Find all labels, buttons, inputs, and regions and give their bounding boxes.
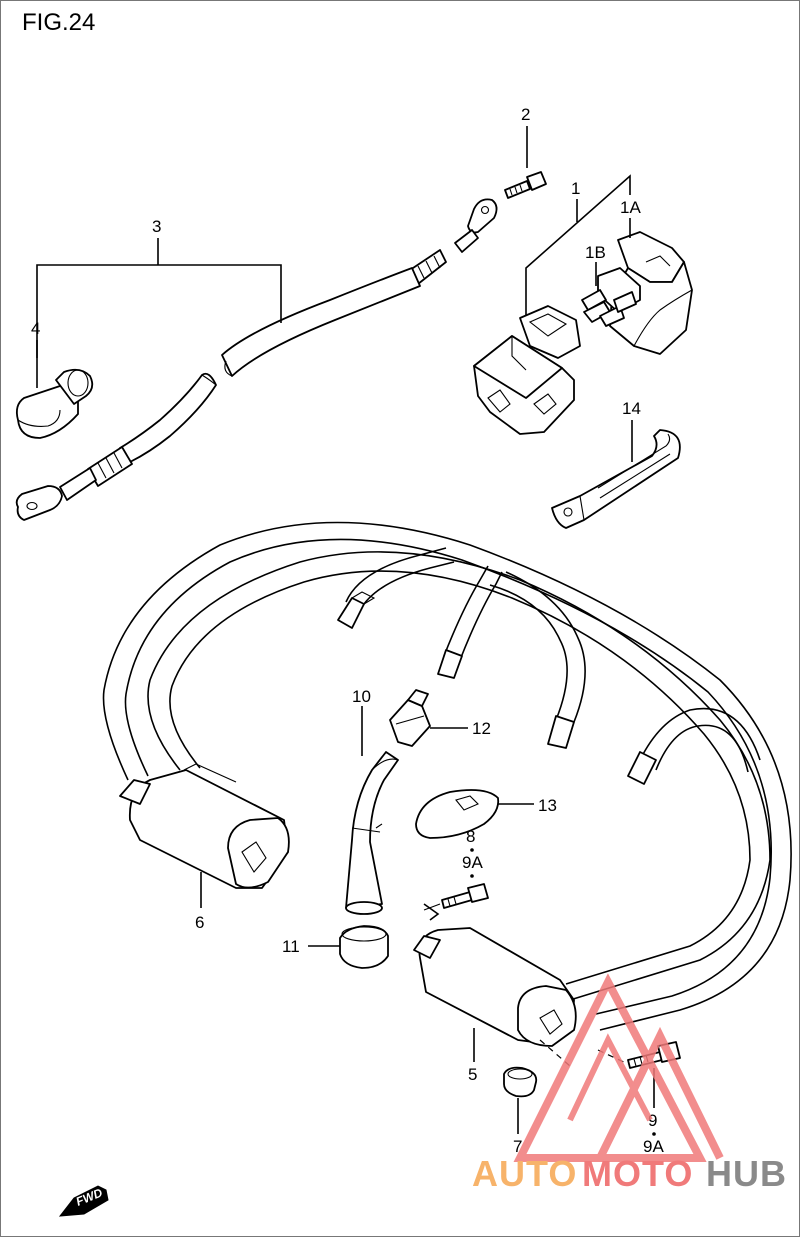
watermark-auto: AUTO xyxy=(472,1153,577,1194)
part-2-bolt xyxy=(504,171,547,199)
callout-12: 12 xyxy=(472,719,491,738)
part-9-bolt-upper xyxy=(441,883,489,909)
callout-13: 13 xyxy=(538,796,557,815)
part-1-connector-housing xyxy=(473,305,581,435)
watermark-logo xyxy=(513,973,724,1162)
callout-8: 8 xyxy=(466,827,475,846)
callout-9-lower: 9 xyxy=(648,1111,657,1130)
part-14-clamp xyxy=(551,429,681,529)
watermark-wordmark: AUTO MOTO HUB xyxy=(472,1153,787,1194)
callout-1A: 1A xyxy=(620,198,641,217)
callout-9A-upper: 9A xyxy=(462,853,483,872)
part-5-ignition-coil xyxy=(413,903,577,1047)
part-10-plug-cap xyxy=(345,751,399,915)
part-12-boot xyxy=(389,689,431,747)
part-1B-terminal-block xyxy=(581,267,641,327)
watermark-hub: HUB xyxy=(706,1153,787,1194)
callout-1B: 1B xyxy=(585,243,606,262)
dot-marker-8 xyxy=(470,848,474,852)
part-13-washer xyxy=(415,789,500,839)
part-11-seal xyxy=(339,925,389,969)
leader-line-9A-upper xyxy=(423,903,440,921)
part-3-ground-lead xyxy=(15,198,498,521)
part-4-terminal-cap xyxy=(15,368,94,439)
callout-14: 14 xyxy=(622,399,641,418)
leader-bracket-1 xyxy=(525,174,631,330)
callout-11: 11 xyxy=(282,937,300,956)
high-tension-wires xyxy=(102,521,792,1031)
callout-3: 3 xyxy=(152,217,161,236)
callout-6: 6 xyxy=(195,913,204,932)
callout-4: 4 xyxy=(31,319,40,338)
callout-5: 5 xyxy=(468,1065,477,1084)
callout-10: 10 xyxy=(352,687,371,706)
leader-bracket-3 xyxy=(36,264,282,358)
dot-marker-9A-upper xyxy=(470,874,474,878)
callout-7: 7 xyxy=(513,1137,522,1156)
part-7-collar xyxy=(503,1066,538,1098)
callout-9A-lower: 9A xyxy=(643,1137,664,1156)
dot-marker-9-lower xyxy=(652,1132,656,1136)
part-6-ignition-coil xyxy=(119,763,290,889)
figure-title: FIG.24 xyxy=(22,9,95,36)
callout-1: 1 xyxy=(571,179,580,198)
forward-direction-arrow: FWD xyxy=(58,1185,109,1217)
watermark-moto: MOTO xyxy=(582,1153,693,1194)
callout-2: 2 xyxy=(521,105,530,124)
